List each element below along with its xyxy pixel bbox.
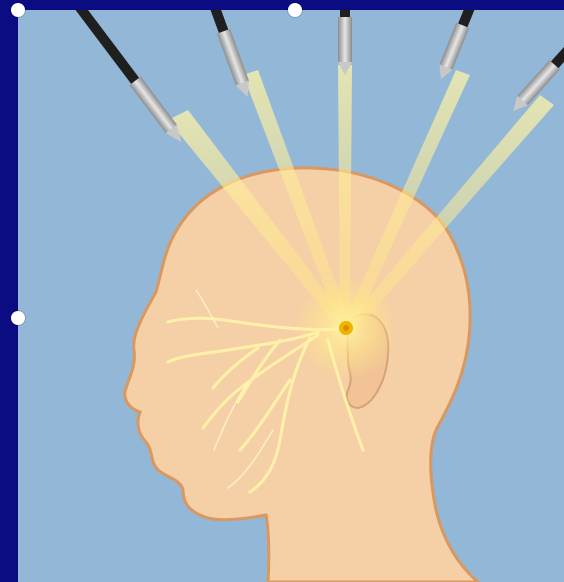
head-illustration xyxy=(18,10,564,582)
resize-handle-middle-left[interactable] xyxy=(11,311,25,325)
resize-handle-top-middle[interactable] xyxy=(288,3,302,17)
resize-handle-top-left[interactable] xyxy=(11,3,25,17)
illustration-image xyxy=(18,10,564,582)
